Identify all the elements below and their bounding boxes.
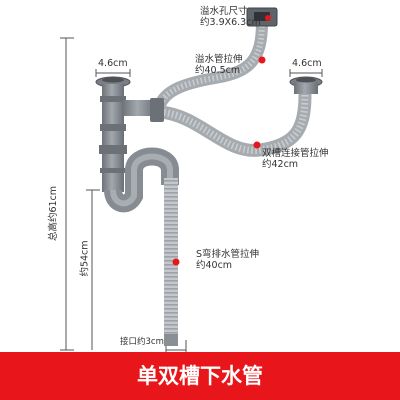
main-pipe [102,84,124,192]
left-diameter-label: 4.6cm [98,58,128,69]
double-sink-connector-label: 双槽连接管拉伸 约42cm [262,148,329,170]
product-title-banner: 单双槽下水管 [0,352,400,400]
tee-branch [122,98,164,122]
trap-height-dimension [86,189,100,350]
drain-pipe-drawing [60,7,323,352]
right-strainer [289,76,323,94]
marker-dots [172,15,271,266]
overflow-pipe-label: 溢水管拉伸 约40.5cm [195,54,243,76]
right-diameter-label: 4.6cm [292,58,322,69]
total-height-dimension [60,37,74,351]
s-trap-hose [164,178,178,338]
right-diameter-dimension [289,69,323,77]
left-diameter-dimension [95,69,131,77]
s-trap-pipe-label: S弯排水管拉伸 约40cm [196,249,260,271]
trap-height-label: 约54cm [79,240,91,277]
overflow-hole-size-label: 溢水孔尺寸 约3.9X6.3cm [200,6,261,28]
total-height-label: 总高约61cm [48,185,60,242]
outlet-diameter-label: 接口约3cm [120,337,164,347]
